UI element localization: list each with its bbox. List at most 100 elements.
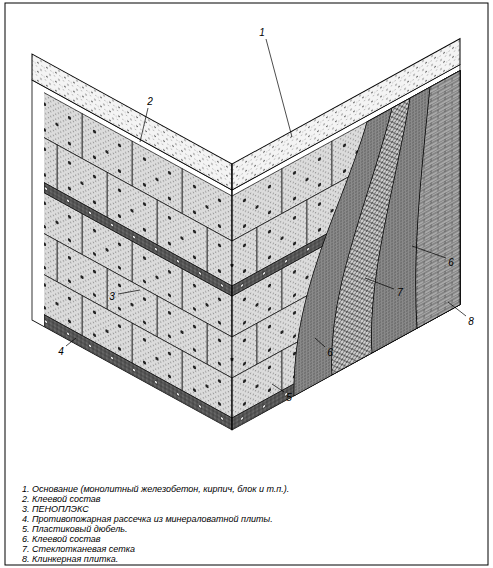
fire-break bbox=[44, 183, 232, 296]
plastic-dowel bbox=[143, 157, 146, 162]
plastic-dowel bbox=[293, 310, 296, 315]
plastic-dowel bbox=[155, 247, 158, 252]
plastic-dowel bbox=[263, 404, 266, 409]
plastic-dowel bbox=[155, 380, 158, 385]
plastic-dowel bbox=[118, 265, 121, 270]
plastic-dowel bbox=[68, 141, 71, 146]
plastic-dowel bbox=[68, 255, 71, 260]
foam-boards bbox=[232, 66, 458, 430]
plastic-dowel bbox=[68, 160, 71, 165]
plastic-dowel bbox=[155, 356, 158, 361]
plastic-dowel bbox=[93, 293, 96, 298]
plastic-dowel bbox=[105, 247, 108, 252]
plastic-dowel bbox=[193, 184, 196, 189]
plastic-dowel bbox=[168, 351, 171, 356]
plastic-dowel bbox=[221, 283, 224, 288]
plastic-dowel bbox=[218, 401, 221, 406]
plastic-dowel bbox=[318, 202, 321, 207]
plastic-dowel bbox=[68, 238, 71, 243]
plastic-dowel bbox=[68, 115, 71, 120]
plastic-dowel bbox=[205, 302, 208, 307]
plastic-dowel bbox=[44, 147, 46, 152]
plastic-dowel bbox=[155, 275, 158, 280]
plastic-dowel bbox=[293, 170, 296, 175]
plastic-dowel bbox=[105, 329, 108, 334]
fire-break bbox=[44, 315, 232, 430]
plastic-dowel bbox=[44, 172, 46, 177]
plastic-dowel bbox=[118, 169, 121, 174]
plastic-dowel bbox=[68, 319, 71, 324]
plastic-dowel bbox=[307, 247, 310, 252]
legend-note: 5. Пластиковый дюбель. bbox=[22, 524, 128, 534]
plastic-dowel bbox=[293, 241, 296, 246]
plastic-dowel bbox=[118, 306, 121, 311]
plastic-dowel bbox=[193, 229, 196, 234]
plastic-dowel bbox=[221, 416, 224, 421]
plastic-dowel bbox=[177, 259, 180, 264]
plastic-dowel bbox=[293, 196, 296, 201]
plastic-dowel bbox=[280, 330, 283, 335]
plastic-dowel bbox=[293, 215, 296, 220]
plastic-dowel bbox=[218, 224, 221, 229]
legend-note: 3. ПЕНОПЛЭКС bbox=[22, 504, 89, 514]
plastic-dowel bbox=[218, 243, 221, 248]
plastic-dowel bbox=[343, 143, 346, 148]
plastic-dowel bbox=[168, 196, 171, 201]
callout-number: 5 bbox=[286, 392, 292, 403]
plastic-dowel bbox=[143, 360, 146, 365]
plastic-dowel bbox=[111, 356, 114, 361]
plastic-dowel bbox=[293, 269, 296, 274]
plastic-dowel bbox=[243, 338, 246, 343]
plastic-dowel bbox=[93, 155, 96, 160]
foam-boards bbox=[44, 87, 232, 430]
foam-board bbox=[44, 117, 57, 190]
plastic-dowel bbox=[243, 320, 246, 325]
plastic-dowel bbox=[218, 379, 221, 384]
plastic-dowel bbox=[93, 269, 96, 274]
adhesive-layer bbox=[294, 71, 460, 396]
plastic-dowel bbox=[268, 388, 271, 393]
plastic-dowel bbox=[243, 361, 246, 366]
plastic-dowel bbox=[45, 186, 48, 191]
plastic-dowel bbox=[55, 122, 58, 127]
plastic-dowel bbox=[268, 283, 271, 288]
plastic-dowel bbox=[168, 269, 171, 274]
plastic-dowel bbox=[268, 229, 271, 234]
plastic-dowel bbox=[118, 143, 121, 148]
plastic-dowel bbox=[93, 174, 96, 179]
plastic-dowel bbox=[263, 271, 266, 276]
plastic-dowel bbox=[193, 307, 196, 312]
plastic-dowel bbox=[285, 259, 288, 264]
plastic-dowel bbox=[89, 211, 92, 216]
leader-lines bbox=[66, 39, 466, 392]
plastic-dowel bbox=[193, 210, 196, 215]
plastic-dowel bbox=[305, 275, 308, 280]
plastic-dowel bbox=[218, 198, 221, 203]
plastic-dowel bbox=[205, 384, 208, 389]
plastic-dowel bbox=[268, 184, 271, 189]
plastic-dowel bbox=[44, 102, 46, 107]
plastic-dowel bbox=[218, 269, 221, 274]
plastic-dowel bbox=[293, 293, 296, 298]
plastic-dowel bbox=[68, 279, 71, 284]
adhesive-layer bbox=[371, 71, 460, 354]
callout-number: 6 bbox=[448, 257, 454, 268]
plastic-dowel bbox=[118, 214, 121, 219]
plastic-dowel bbox=[168, 310, 171, 315]
legend-note: 2. Клеевой состав bbox=[22, 494, 101, 504]
plastic-dowel bbox=[193, 365, 196, 370]
plastic-dowel bbox=[268, 255, 271, 260]
left-wall-face bbox=[7, 40, 257, 444]
plastic-dowel bbox=[241, 283, 244, 288]
plastic-dowel bbox=[155, 177, 158, 182]
plastic-dowel bbox=[45, 319, 48, 324]
plastic-dowel bbox=[243, 198, 246, 203]
corner-edge bbox=[232, 164, 233, 430]
plastic-dowel bbox=[143, 297, 146, 302]
plastic-dowel bbox=[241, 416, 244, 421]
callout-number: 1 bbox=[259, 27, 265, 38]
plastic-dowel bbox=[55, 220, 58, 225]
plastic-dowel bbox=[268, 324, 271, 329]
legend-note: 8. Клинкерная плитка. bbox=[22, 554, 118, 564]
clinker-tile bbox=[416, 71, 460, 329]
